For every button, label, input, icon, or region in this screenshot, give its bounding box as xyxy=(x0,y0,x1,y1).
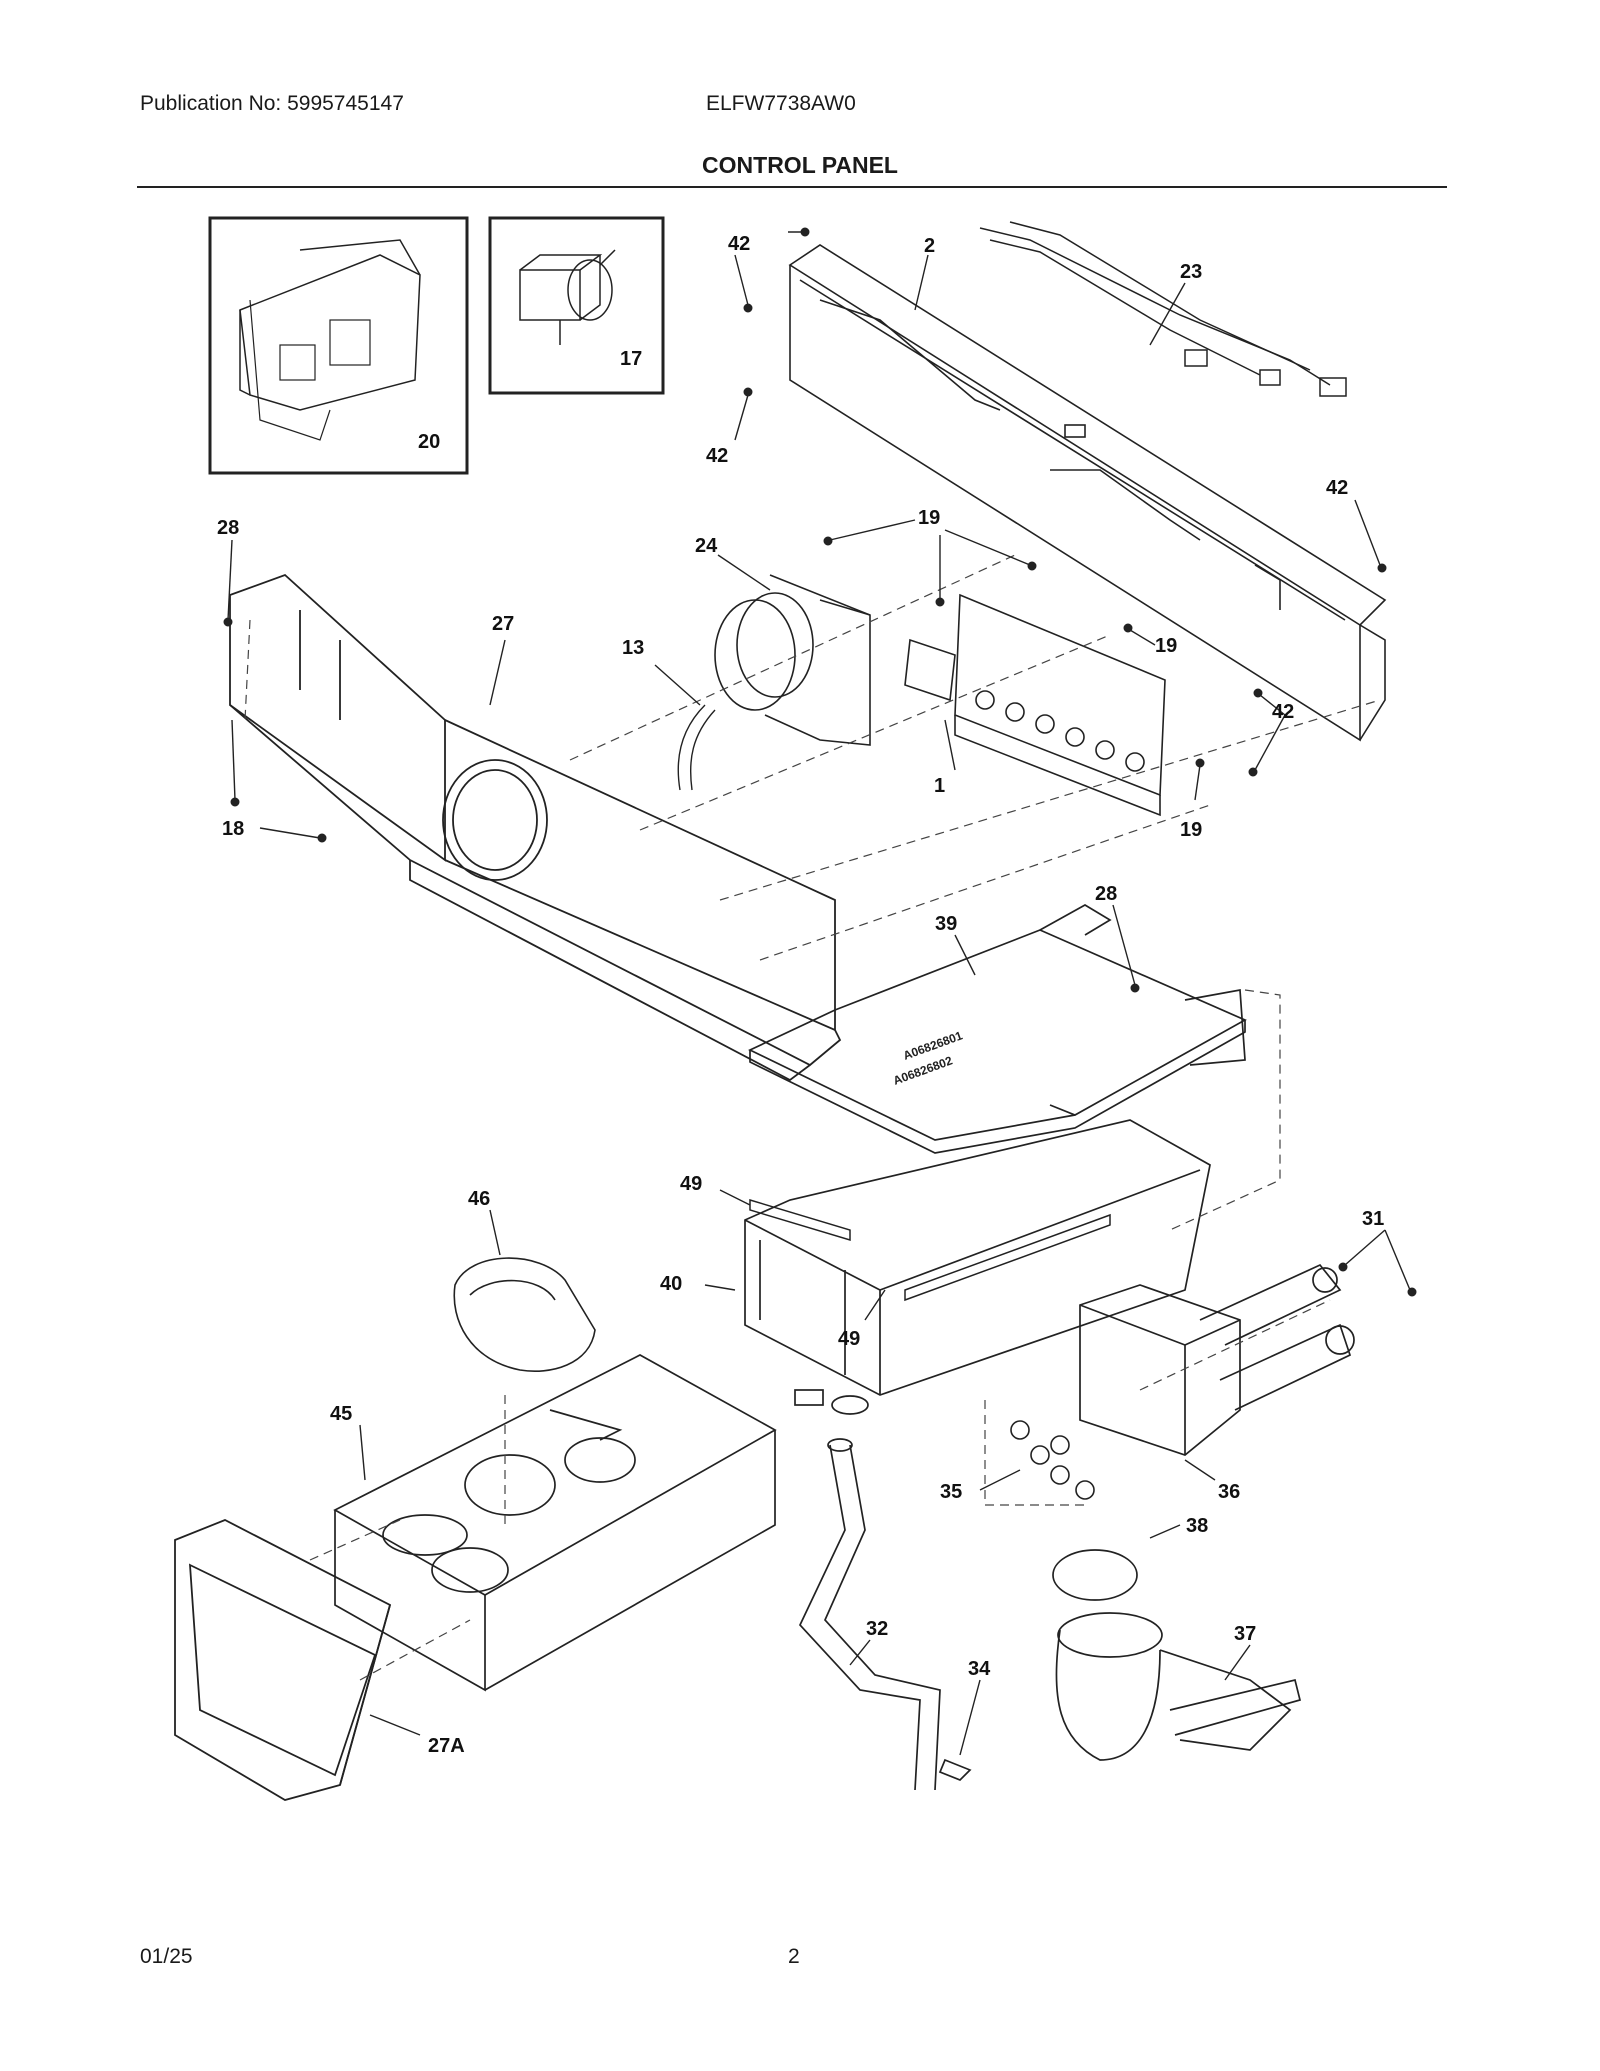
callout-23: 23 xyxy=(1180,261,1202,283)
callout-36: 36 xyxy=(1218,1481,1240,1503)
callout-37: 37 xyxy=(1234,1623,1256,1645)
drawer-handle xyxy=(174,1519,392,1801)
page-number: 2 xyxy=(788,1945,800,1968)
callout-1: 1 xyxy=(934,775,945,797)
callout-42: 42 xyxy=(706,445,728,467)
control-frame xyxy=(788,244,1387,742)
callout-19: 19 xyxy=(918,507,940,529)
dispenser-housing xyxy=(744,1119,1211,1406)
dispenser-cover xyxy=(748,904,1247,1154)
callout-32: 32 xyxy=(866,1618,888,1640)
callout-49: 49 xyxy=(838,1328,860,1350)
callout-19: 19 xyxy=(1180,819,1202,841)
screws xyxy=(223,227,1417,1297)
user-interface-board xyxy=(904,593,1166,817)
board-marking-2: A06826802 xyxy=(891,1053,954,1087)
callout-38: 38 xyxy=(1186,1515,1208,1537)
callout-45: 45 xyxy=(330,1403,352,1425)
footer-date: 01/25 xyxy=(140,1945,193,1968)
callout-28: 28 xyxy=(217,517,239,539)
callout-20: 20 xyxy=(418,431,440,453)
callout-39: 39 xyxy=(935,913,957,935)
callout-24: 24 xyxy=(695,535,718,557)
softener-cap xyxy=(453,1257,596,1372)
console-panel xyxy=(229,573,842,1082)
callout-2: 2 xyxy=(924,235,935,257)
leader-lines xyxy=(227,231,1411,1756)
bellows-assembly xyxy=(938,1549,1302,1781)
callout-13: 13 xyxy=(622,637,644,659)
inset-box-lock xyxy=(488,216,665,395)
board-marking-1: A06826801 xyxy=(901,1028,964,1062)
callout-17: 17 xyxy=(620,348,642,370)
guide-lines xyxy=(244,554,1381,1681)
inset-box-main-board xyxy=(208,216,469,475)
callout-31: 31 xyxy=(1362,1208,1384,1230)
callout-27: 27 xyxy=(492,613,514,635)
page-title: CONTROL PANEL xyxy=(702,152,898,178)
model-number: ELFW7738AW0 xyxy=(706,92,856,115)
callout-34: 34 xyxy=(968,1658,991,1680)
callout-40: 40 xyxy=(660,1273,682,1295)
inlet-hose xyxy=(798,1395,941,1791)
callout-49: 49 xyxy=(680,1173,702,1195)
callout-27A: 27A xyxy=(428,1735,465,1757)
callout-19: 19 xyxy=(1155,635,1177,657)
hose-connectors xyxy=(1010,1420,1095,1500)
seal-strips xyxy=(749,1198,1111,1302)
header-rule xyxy=(137,186,1447,188)
wire-harness xyxy=(979,221,1347,397)
callout-46: 46 xyxy=(468,1188,490,1210)
callout-42: 42 xyxy=(728,233,750,255)
callout-28: 28 xyxy=(1095,883,1117,905)
callout-42: 42 xyxy=(1272,701,1294,723)
callout-35: 35 xyxy=(940,1481,962,1503)
callout-42: 42 xyxy=(1326,477,1348,499)
water-valve xyxy=(1079,1263,1355,1456)
led-ring xyxy=(677,704,716,791)
selector-knob-assembly xyxy=(714,574,871,746)
publication-number: Publication No: 5995745147 xyxy=(140,92,404,115)
callout-18: 18 xyxy=(222,818,244,840)
dispenser-drawer xyxy=(333,1354,777,1692)
